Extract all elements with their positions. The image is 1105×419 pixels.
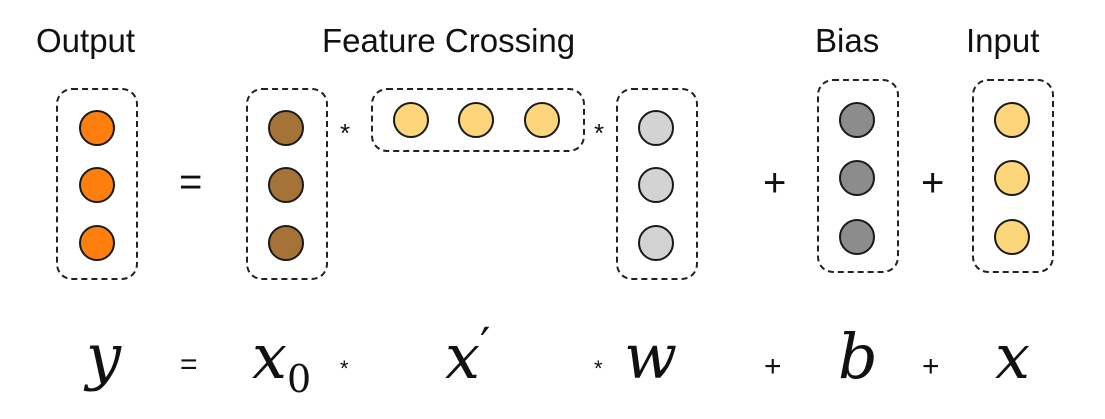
w-node: [638, 110, 674, 146]
eq-equals: =: [180, 348, 198, 381]
eq-x: x: [995, 320, 1030, 393]
input-node: [994, 219, 1030, 255]
eq-xprime-mark: ′: [479, 317, 491, 371]
x0-vector-box: [246, 88, 328, 280]
w-vector-box: [616, 88, 698, 280]
multiply-operator: *: [594, 118, 605, 148]
multiply-operator: *: [340, 118, 351, 148]
output-node: [79, 110, 115, 146]
eq-xprime: x′: [445, 321, 490, 388]
xprime-node: [458, 102, 494, 138]
input-node: [994, 102, 1030, 138]
eq-x0: x0: [252, 326, 311, 399]
eq-plus: +: [764, 350, 782, 383]
eq-y: y: [86, 320, 122, 393]
x0-node: [268, 110, 304, 146]
output-vector-box: [56, 88, 138, 280]
input-vector-box: [972, 79, 1054, 273]
output-node: [79, 167, 115, 203]
eq-x0-base: x: [252, 320, 287, 393]
bias-node: [839, 102, 875, 138]
eq-x0-subscript: 0: [286, 357, 312, 401]
x0-node: [268, 167, 304, 203]
equals-operator: =: [179, 160, 203, 204]
plus-operator: +: [763, 161, 787, 205]
xprime-vector-box: [371, 88, 585, 152]
eq-multiply: *: [594, 356, 603, 381]
input-node: [994, 160, 1030, 196]
output-label: Output: [36, 22, 136, 59]
eq-plus: +: [922, 350, 940, 383]
w-node: [638, 225, 674, 261]
w-node: [638, 167, 674, 203]
xprime-node: [393, 102, 429, 138]
bias-vector-box: [817, 79, 899, 273]
eq-multiply: *: [340, 356, 349, 381]
bias-label: Bias: [815, 22, 880, 59]
eq-xprime-base: x: [445, 320, 480, 393]
bias-node: [839, 160, 875, 196]
eq-b: b: [838, 320, 878, 393]
feature-crossing-label: Feature Crossing: [322, 22, 576, 59]
plus-operator: +: [921, 161, 945, 205]
bias-node: [839, 219, 875, 255]
xprime-node: [524, 102, 560, 138]
eq-w: w: [624, 320, 678, 393]
output-node: [79, 225, 115, 261]
x0-node: [268, 225, 304, 261]
input-label: Input: [966, 22, 1040, 59]
